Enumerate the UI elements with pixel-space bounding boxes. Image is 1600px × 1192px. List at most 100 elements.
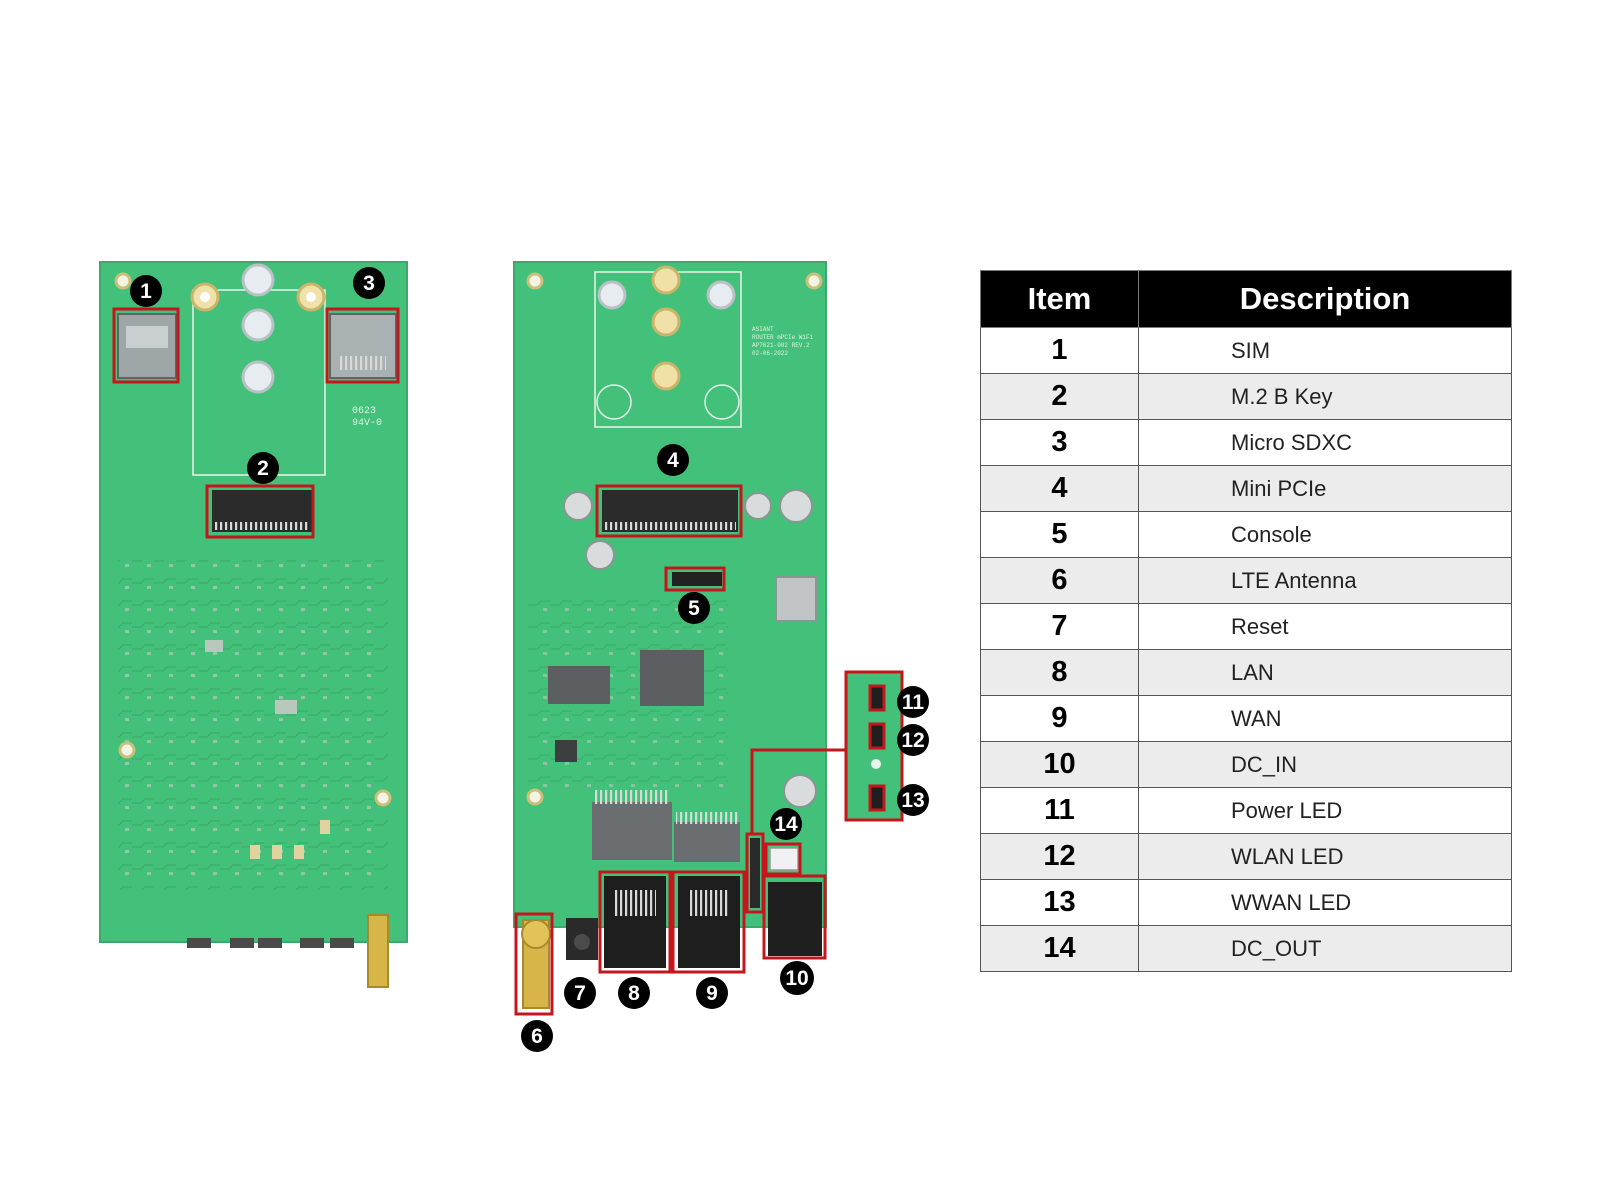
standoff <box>651 361 681 391</box>
dc-out-connector <box>769 847 799 871</box>
callout-5-label: 5 <box>688 597 700 620</box>
inductor <box>775 576 817 622</box>
component <box>272 845 282 859</box>
callout-14: 14 <box>770 808 802 840</box>
callout-3-label: 3 <box>363 272 375 295</box>
callout-11: 11 <box>897 686 929 718</box>
edge-connector <box>258 938 282 948</box>
highlight-box-1 <box>112 307 180 384</box>
item-description: Mini PCIe <box>1138 465 1512 512</box>
led-leader-line <box>750 748 846 834</box>
highlight-box-14 <box>764 842 802 876</box>
wlan-led <box>868 722 886 750</box>
standoff <box>706 280 736 310</box>
edge-connector <box>187 938 211 948</box>
right-marking-line1: ASIANT <box>752 326 774 333</box>
callout-3: 3 <box>353 267 385 299</box>
callout-7: 7 <box>564 977 596 1009</box>
item-number: 11 <box>980 787 1139 834</box>
callout-8: 8 <box>618 977 650 1009</box>
component <box>294 845 304 859</box>
item-description: DC_OUT <box>1138 925 1512 972</box>
lan-transformer <box>592 802 672 860</box>
capacitor <box>783 774 817 808</box>
edge-connector <box>300 938 324 948</box>
item-description: Reset <box>1138 603 1512 650</box>
item-number: 14 <box>980 925 1139 972</box>
lan-port <box>604 876 666 968</box>
led-inset <box>844 670 904 822</box>
mount-hole <box>526 788 544 806</box>
capacitor <box>744 492 772 520</box>
item-number: 1 <box>980 327 1139 374</box>
highlight-box-3 <box>325 307 400 384</box>
edge-connector <box>330 938 354 948</box>
callout-4-label: 4 <box>667 449 679 472</box>
left-marking-rating: 94V-0 <box>352 418 382 429</box>
callout-2-label: 2 <box>257 457 269 480</box>
callout-4: 4 <box>657 444 689 476</box>
callout-1-label: 1 <box>140 280 152 303</box>
item-description: WLAN LED <box>1138 833 1512 880</box>
lan-transformer-fins <box>594 790 670 804</box>
highlight-box-8 <box>598 870 672 974</box>
standoff <box>306 292 316 302</box>
mount-hole <box>526 272 544 290</box>
component <box>320 820 330 834</box>
callout-11-label: 11 <box>902 691 925 714</box>
callout-2: 2 <box>247 452 279 484</box>
wan-port <box>678 876 740 968</box>
edge-connector <box>230 938 254 948</box>
callout-14-label: 14 <box>774 813 798 836</box>
item-description: WWAN LED <box>1138 879 1512 926</box>
callout-13-label: 13 <box>901 789 924 812</box>
capacitor <box>563 491 593 521</box>
standoff <box>241 360 275 394</box>
highlight-box-9 <box>671 870 746 974</box>
dc-in-jack <box>768 882 822 956</box>
callout-6-label: 6 <box>531 1025 543 1048</box>
item-number: 10 <box>980 741 1139 788</box>
standoff <box>651 307 681 337</box>
callout-9-label: 9 <box>706 982 718 1005</box>
standoff <box>651 265 681 295</box>
item-number: 13 <box>980 879 1139 926</box>
callout-13: 13 <box>897 784 929 816</box>
standoff <box>241 263 275 297</box>
callout-12-label: 12 <box>901 729 924 752</box>
callout-6: 6 <box>521 1020 553 1052</box>
item-description: M.2 B Key <box>1138 373 1512 420</box>
right-marking-line2: ROUTER mPCIe WiFi <box>752 334 814 341</box>
standoff <box>597 280 627 310</box>
column-header-description: Description <box>1138 270 1512 328</box>
item-description: Console <box>1138 511 1512 558</box>
highlight-box-10 <box>762 874 827 960</box>
callout-12: 12 <box>897 724 929 756</box>
capacitor <box>585 540 615 570</box>
mount-hole <box>374 789 392 807</box>
item-description: LTE Antenna <box>1138 557 1512 604</box>
item-description: LAN <box>1138 649 1512 696</box>
item-number: 12 <box>980 833 1139 880</box>
left-trace-field <box>118 560 388 890</box>
wan-port-pins <box>688 890 730 916</box>
item-number: 2 <box>980 373 1139 420</box>
led-strip <box>750 838 760 908</box>
lan-port-pins <box>614 890 656 916</box>
column-header-item: Item <box>980 270 1139 328</box>
item-number: 3 <box>980 419 1139 466</box>
right-marking-line3: AP7621-002 REV.2 <box>752 342 810 349</box>
item-number: 8 <box>980 649 1139 696</box>
item-description: SIM <box>1138 327 1512 374</box>
power-led <box>868 684 886 712</box>
lte-antenna-nut <box>521 919 551 949</box>
mount-hole <box>805 272 823 290</box>
